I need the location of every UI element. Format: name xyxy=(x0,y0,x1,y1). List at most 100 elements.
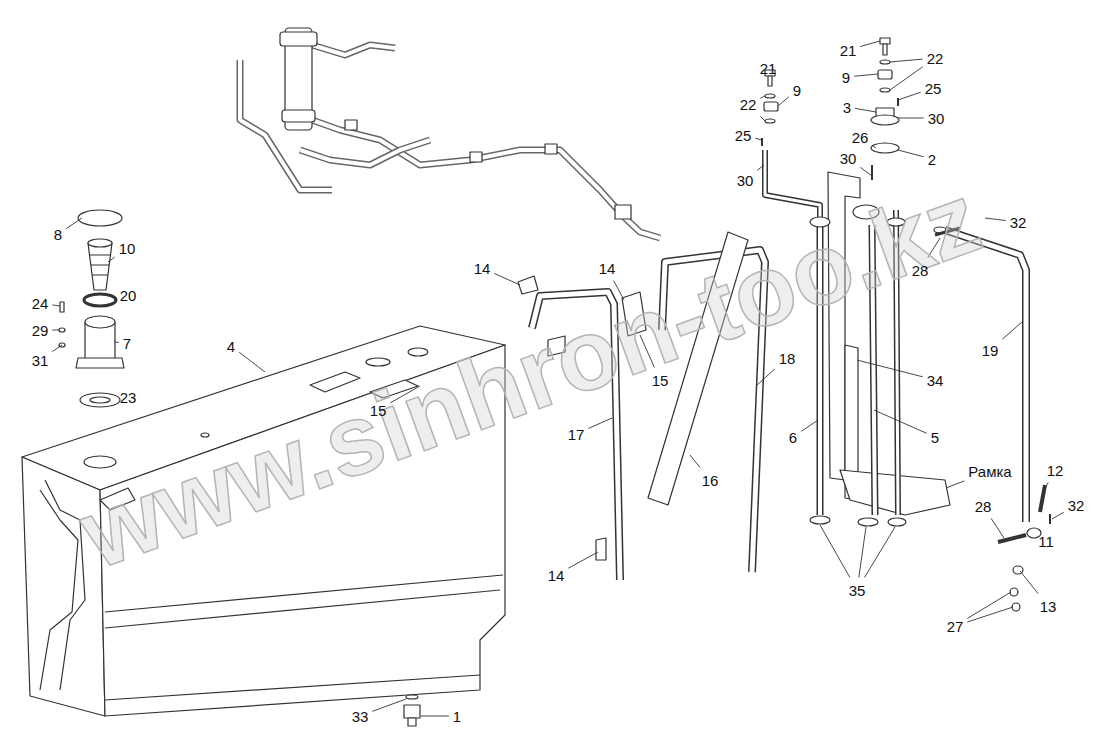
leader-line xyxy=(1052,512,1064,519)
callout-number: 29 xyxy=(32,322,49,339)
leader-line xyxy=(928,238,940,258)
leader-line xyxy=(640,335,654,368)
leader-line xyxy=(588,418,612,429)
callout-number: 14 xyxy=(474,260,491,277)
callout-number: 30 xyxy=(737,172,754,189)
callout-number: 16 xyxy=(702,472,719,489)
leader-line xyxy=(854,74,878,76)
callout-number: 25 xyxy=(925,80,942,97)
leader-line xyxy=(114,342,119,343)
callout-number: 12 xyxy=(1047,462,1064,479)
callout-number: 28 xyxy=(912,262,929,279)
callout-number: 26 xyxy=(852,129,869,146)
leader-line xyxy=(66,218,82,229)
callout-number: 27 xyxy=(947,618,964,635)
leader-line xyxy=(898,150,924,157)
leader-line xyxy=(1020,571,1038,594)
callout-number: 3 xyxy=(843,99,851,116)
callout-number: 15 xyxy=(370,402,387,419)
callout-number: 7 xyxy=(123,335,131,352)
leader-line xyxy=(890,67,923,90)
leader-line xyxy=(614,281,624,301)
leader-line xyxy=(859,527,866,578)
straps xyxy=(532,230,1026,580)
callout-number: 13 xyxy=(1040,598,1057,615)
callout-number: 9 xyxy=(842,69,850,86)
leader-line xyxy=(874,410,927,433)
leader-line xyxy=(898,92,921,100)
leader-line xyxy=(690,455,700,468)
callout-number: 25 xyxy=(735,127,752,144)
leader-line xyxy=(946,481,964,488)
leader-line xyxy=(865,527,896,578)
leader-line xyxy=(760,96,765,98)
watermark: www.sinhron-too.kz xyxy=(67,161,994,588)
strap-band xyxy=(648,232,748,505)
leader-line xyxy=(778,97,789,106)
leader-line xyxy=(898,118,924,119)
callout-number: 14 xyxy=(599,260,616,277)
leader-line xyxy=(52,305,60,306)
callout-number: 35 xyxy=(849,582,866,599)
leader-line xyxy=(372,699,406,711)
strainer xyxy=(88,243,112,290)
callout-number: 11 xyxy=(1038,533,1054,550)
leader-line xyxy=(108,257,115,262)
leader-line xyxy=(890,59,923,62)
callout-number: 30 xyxy=(928,110,945,127)
callout-number: 21 xyxy=(760,60,777,77)
leader-line xyxy=(872,146,876,149)
callout-number: 20 xyxy=(120,287,137,304)
callout-number: 18 xyxy=(779,350,796,367)
leader-line xyxy=(860,167,872,176)
callout-number: 32 xyxy=(1068,497,1085,514)
leader-line xyxy=(801,420,818,431)
leader-line xyxy=(757,165,764,170)
leader-line xyxy=(991,519,1004,539)
callout-number: 34 xyxy=(927,372,944,389)
callout-number: 22 xyxy=(927,50,944,67)
leader-line xyxy=(757,369,775,385)
callout-number: 10 xyxy=(119,240,136,257)
callout-number: 15 xyxy=(652,372,669,389)
leader-line xyxy=(52,345,62,352)
leader-line xyxy=(857,360,923,377)
leader-line xyxy=(855,108,876,112)
callout-number: 32 xyxy=(1010,214,1027,231)
leader-line xyxy=(820,525,850,578)
callout-number: 14 xyxy=(548,567,565,584)
callout-number: 28 xyxy=(975,498,992,515)
callout-number: 33 xyxy=(352,708,369,725)
leader-line xyxy=(1002,322,1022,339)
leader-line xyxy=(1043,483,1048,493)
callout-number: 21 xyxy=(840,42,857,59)
leader-line xyxy=(239,352,265,372)
callout-number: 22 xyxy=(740,96,757,113)
callout-number: 23 xyxy=(120,389,137,406)
callout-number: 8 xyxy=(54,226,62,243)
callout-number: 2 xyxy=(928,151,936,168)
leader-line xyxy=(760,116,765,121)
leader-line xyxy=(390,386,420,403)
callout-number: 5 xyxy=(931,429,939,446)
callout-number: 19 xyxy=(982,342,999,359)
callout-number: 24 xyxy=(32,295,49,312)
leader-line xyxy=(860,41,880,47)
leader-line xyxy=(52,330,60,331)
leader-line xyxy=(568,552,598,568)
fuel-tank xyxy=(22,326,505,716)
callout-number: 17 xyxy=(568,426,585,443)
frame xyxy=(828,172,950,515)
callout-number: 6 xyxy=(789,429,797,446)
leader-line xyxy=(114,299,116,301)
callout-number: 1 xyxy=(453,708,461,725)
leader-line xyxy=(967,607,1013,622)
leader-line xyxy=(985,218,1006,221)
leader-line xyxy=(755,138,762,140)
leader-line xyxy=(494,274,520,286)
leader-line xyxy=(421,716,449,717)
callout-number: 30 xyxy=(840,150,857,167)
callout-number: 4 xyxy=(227,338,235,355)
callout-number: Рамка xyxy=(968,463,1011,480)
filler-cap xyxy=(78,210,122,226)
